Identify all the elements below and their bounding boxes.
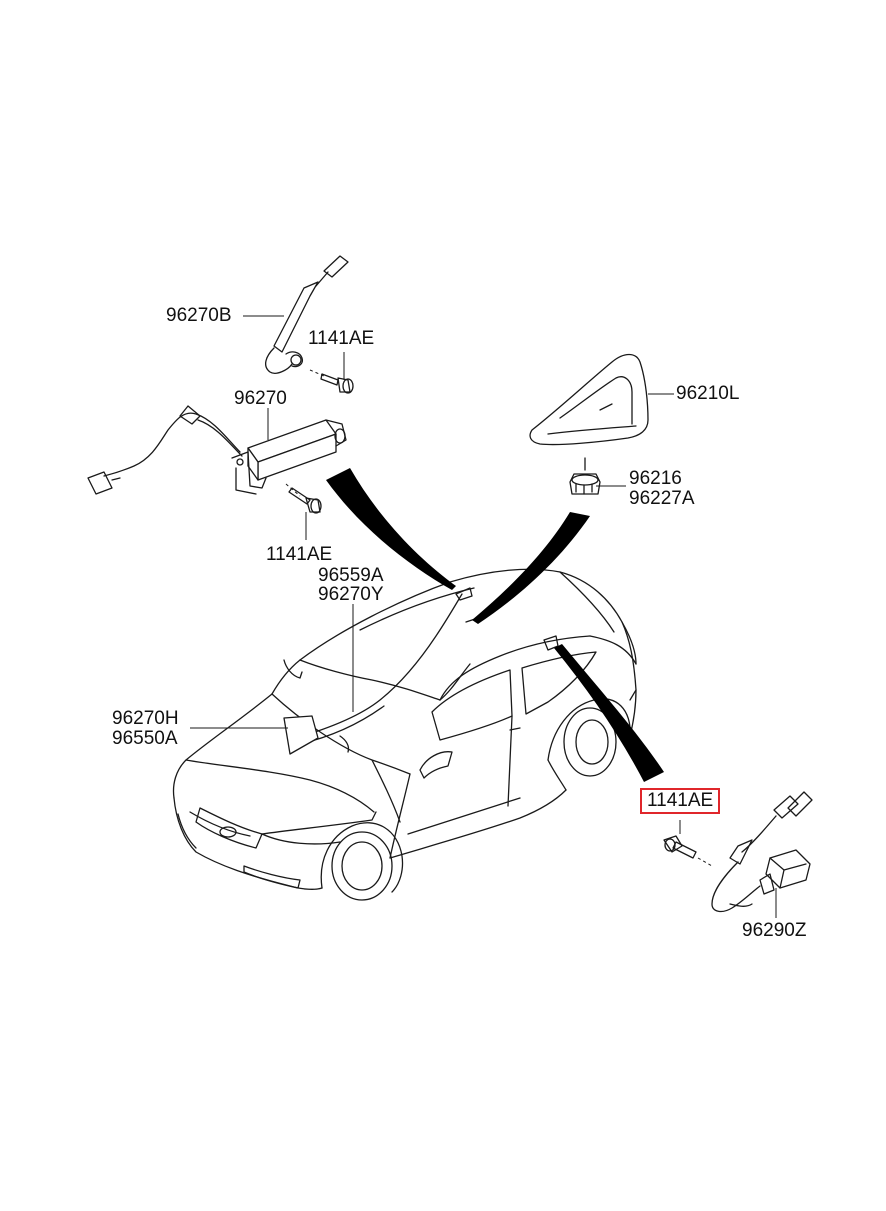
label-96227A: 96227A (629, 488, 695, 509)
label-96559A: 96559A (318, 565, 384, 586)
callout-arrow-antenna (472, 512, 590, 624)
label-96290Z: 96290Z (742, 920, 807, 941)
bolt-middle (285, 483, 322, 514)
callout-arrow-module (326, 468, 456, 590)
label-1141AE-highlighted[interactable]: 1141AE (640, 788, 721, 814)
label-96216: 96216 (629, 468, 682, 489)
callout-arrow-cable (554, 644, 664, 782)
leader-lines (190, 315, 777, 918)
label-96270B: 96270B (166, 305, 232, 326)
cable-96290Z (711, 791, 813, 913)
coax-cable-96270B (264, 255, 349, 374)
label-96270Y: 96270Y (318, 584, 384, 605)
label-1141AE-middle: 1141AE (266, 544, 333, 565)
label-96210L: 96210L (676, 383, 740, 404)
label-1141AE-upper: 1141AE (308, 328, 375, 349)
label-96550A: 96550A (112, 728, 178, 749)
car-body (172, 568, 637, 901)
label-96270: 96270 (234, 388, 287, 409)
shark-fin-antenna-96210L (529, 353, 649, 446)
bolt-upper (309, 369, 354, 394)
amplifier-module-96270 (87, 405, 347, 495)
antenna-base-nut (569, 457, 601, 495)
bolt-highlighted (663, 835, 713, 867)
label-96270H: 96270H (112, 708, 179, 729)
